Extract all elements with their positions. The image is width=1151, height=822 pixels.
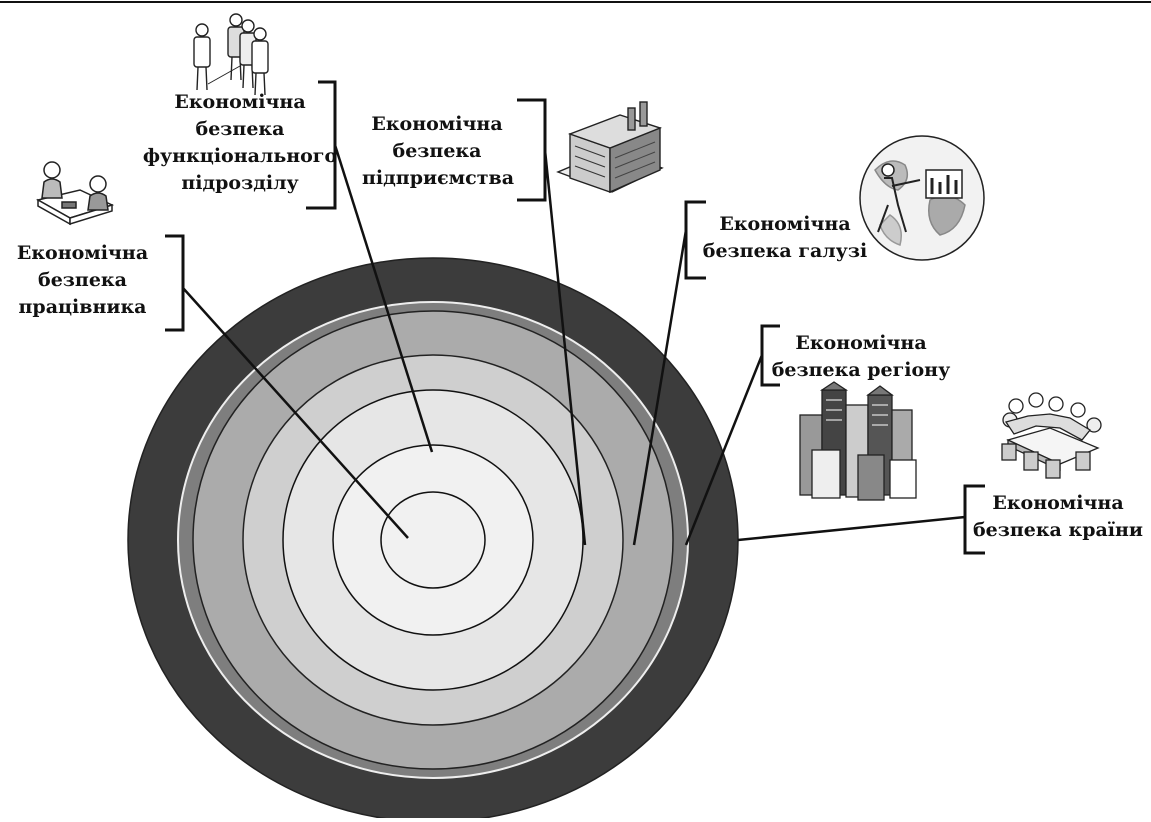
label-region-line-1: Економічна	[795, 332, 927, 354]
label-unit-line-1: Економічна	[174, 91, 306, 113]
label-unit: Економічна безпека функціонального підро…	[140, 89, 340, 197]
label-worker: Економічна безпека працівника	[5, 240, 160, 321]
label-worker-line-2: безпека	[38, 269, 127, 291]
globe-with-chart-icon	[859, 135, 985, 261]
factory-icon	[556, 101, 664, 194]
label-unit-line-4: підрозділу	[181, 172, 299, 194]
ring-worker	[380, 491, 486, 589]
label-industry-line-1: Економічна	[719, 213, 851, 235]
label-region-line-2: безпека регіону	[771, 359, 951, 381]
bracket-industry	[684, 200, 706, 280]
label-worker-line-3: працівника	[18, 296, 147, 318]
label-enterprise-line-1: Економічна	[371, 113, 503, 135]
label-worker-line-1: Економічна	[16, 242, 149, 264]
bracket-region	[760, 324, 780, 387]
city-buildings-icon	[799, 381, 917, 501]
bracket-worker	[165, 234, 185, 332]
label-enterprise-line-3: підприємства	[362, 167, 514, 189]
people-at-desk-icon	[35, 161, 115, 226]
bracket-country	[963, 484, 985, 555]
rings	[127, 257, 739, 822]
group-of-people-icon	[193, 13, 269, 96]
connector-unit	[333, 144, 434, 453]
label-industry-line-2: безпека галузі	[702, 240, 868, 262]
label-country-line-2: безпека країни	[972, 519, 1144, 541]
connector-country	[737, 515, 966, 542]
label-region: Економічна безпека регіону	[766, 330, 956, 384]
label-enterprise: Економічна безпека підприємства	[362, 111, 514, 192]
bracket-enterprise	[517, 98, 547, 202]
connector-industry	[632, 229, 688, 546]
label-unit-line-3: функціонального	[142, 145, 338, 167]
label-enterprise-line-2: безпека	[392, 140, 482, 162]
label-industry: Економічна безпека галузі	[700, 211, 870, 265]
bracket-unit	[306, 80, 337, 210]
connector-worker	[182, 287, 409, 539]
brackets	[165, 80, 985, 555]
connectors	[182, 144, 966, 546]
label-country: Економічна безпека країни	[968, 490, 1148, 544]
label-unit-line-2: безпека	[195, 118, 285, 140]
label-country-line-1: Економічна	[992, 492, 1124, 514]
connector-enterprise	[543, 149, 587, 546]
connector-region	[684, 354, 764, 546]
conference-table-icon	[1001, 392, 1102, 479]
